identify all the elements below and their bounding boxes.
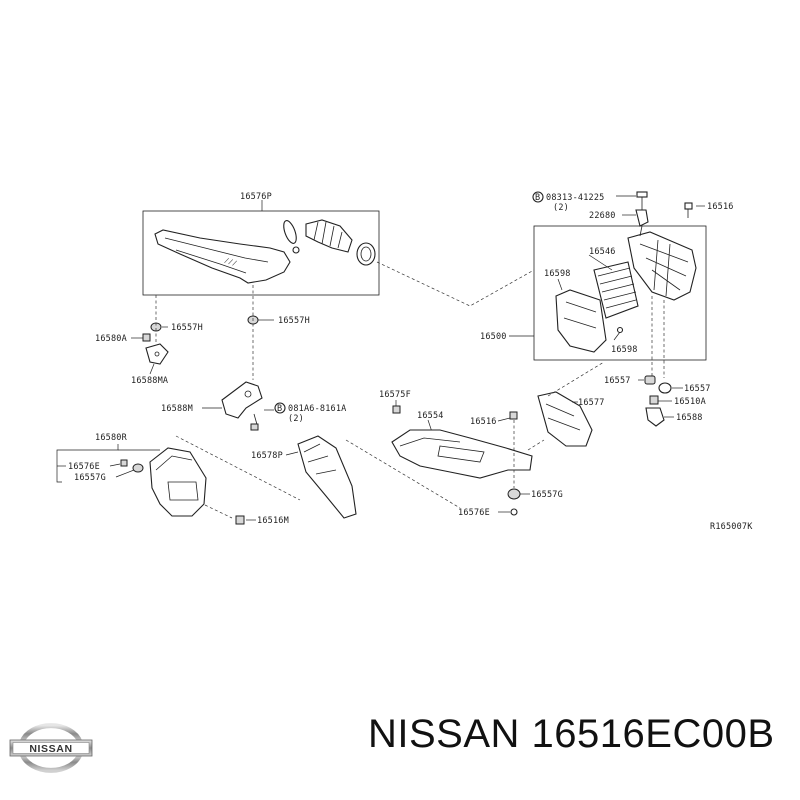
clip-16576E-a — [120, 459, 128, 467]
clamp-ring — [283, 220, 297, 244]
intake-duct-16576P: /// — [154, 229, 291, 284]
air-box-cover — [555, 289, 607, 353]
svg-text:///: /// — [223, 256, 238, 268]
svg-text:B: B — [535, 193, 540, 203]
duct-group-frame — [142, 210, 380, 296]
label-16576P: 16576P — [240, 192, 272, 202]
clip-16516-mid — [509, 411, 518, 420]
clip-16510A — [649, 395, 659, 405]
bellows-hose — [305, 219, 353, 253]
bracket-16588 — [645, 407, 665, 427]
label-08313-41225: 08313-41225 — [546, 193, 605, 203]
label-16580A: 16580A — [95, 334, 127, 344]
label-16500: 16500 — [480, 332, 507, 342]
label-08313-qty: (2) — [553, 203, 569, 213]
label-22680: 22680 — [589, 211, 616, 221]
duct-16578P — [297, 435, 357, 519]
duct-16577 — [537, 391, 593, 447]
duct-16554 — [391, 429, 533, 479]
label-16557H-b: 16557H — [278, 316, 310, 326]
label-16554: 16554 — [417, 411, 444, 421]
label-16598-b: 16598 — [611, 345, 638, 355]
bolt-symbol-circle — [532, 191, 544, 203]
grommet-16557G-b — [507, 488, 521, 500]
label-16557G-a: 16557G — [74, 473, 106, 483]
part-number-title: NISSAN 16516EC00B — [368, 712, 775, 756]
label-16575F: 16575F — [379, 390, 411, 400]
label-16578P: 16578P — [251, 451, 283, 461]
label-16510A: 16510A — [674, 397, 706, 407]
label-081A6-8161A: 081A6-8161A — [288, 404, 347, 414]
label-16577: 16577 — [578, 398, 605, 408]
label-16557H-a: 16557H — [171, 323, 203, 333]
label-16588MA: 16588MA — [131, 376, 168, 386]
label-16557-b: 16557 — [684, 384, 711, 394]
reference-code: R165007K — [710, 522, 753, 532]
hose-clamp — [356, 242, 376, 266]
label-16557-a: 16557 — [604, 376, 631, 386]
label-16588M: 16588M — [161, 404, 193, 414]
label-16576E-b: 16576E — [458, 508, 490, 518]
label-16516-mid: 16516 — [470, 417, 497, 427]
nissan-logo: NISSAN — [9, 723, 93, 773]
clip-16580A — [142, 333, 151, 342]
label-16576E-a: 16576E — [68, 462, 100, 472]
air-cleaner-housing — [627, 231, 697, 301]
label-16557G-b: 16557G — [531, 490, 563, 500]
label-16546: 16546 — [589, 247, 616, 257]
grommet-16557-a — [644, 375, 656, 385]
svg-text:B: B — [277, 404, 282, 414]
clip-16576E-b — [510, 508, 518, 516]
bolt-08313 — [636, 191, 648, 210]
grommet-16557-b — [658, 382, 672, 394]
resonator-16580R — [149, 447, 207, 517]
label-16580R: 16580R — [95, 433, 128, 443]
bolt-symbol-circle-2 — [274, 402, 286, 414]
svg-text:NISSAN: NISSAN — [29, 743, 72, 755]
grommet-16557G-a — [132, 463, 144, 473]
clip-16516M — [235, 515, 245, 525]
bracket-16588MA — [145, 343, 169, 365]
label-16516-top: 16516 — [707, 202, 734, 212]
clip-16575F — [392, 405, 401, 414]
bracket-16588M — [221, 381, 263, 431]
label-16598-a: 16598 — [544, 269, 571, 279]
filter-element-16546 — [593, 261, 639, 319]
label-16588: 16588 — [676, 413, 703, 423]
clip-16516-top — [684, 202, 693, 218]
sensor-22680 — [635, 209, 649, 227]
air-box-group-frame — [533, 225, 707, 361]
label-16516M: 16516M — [257, 516, 289, 526]
label-081A6-qty: (2) — [288, 414, 304, 424]
